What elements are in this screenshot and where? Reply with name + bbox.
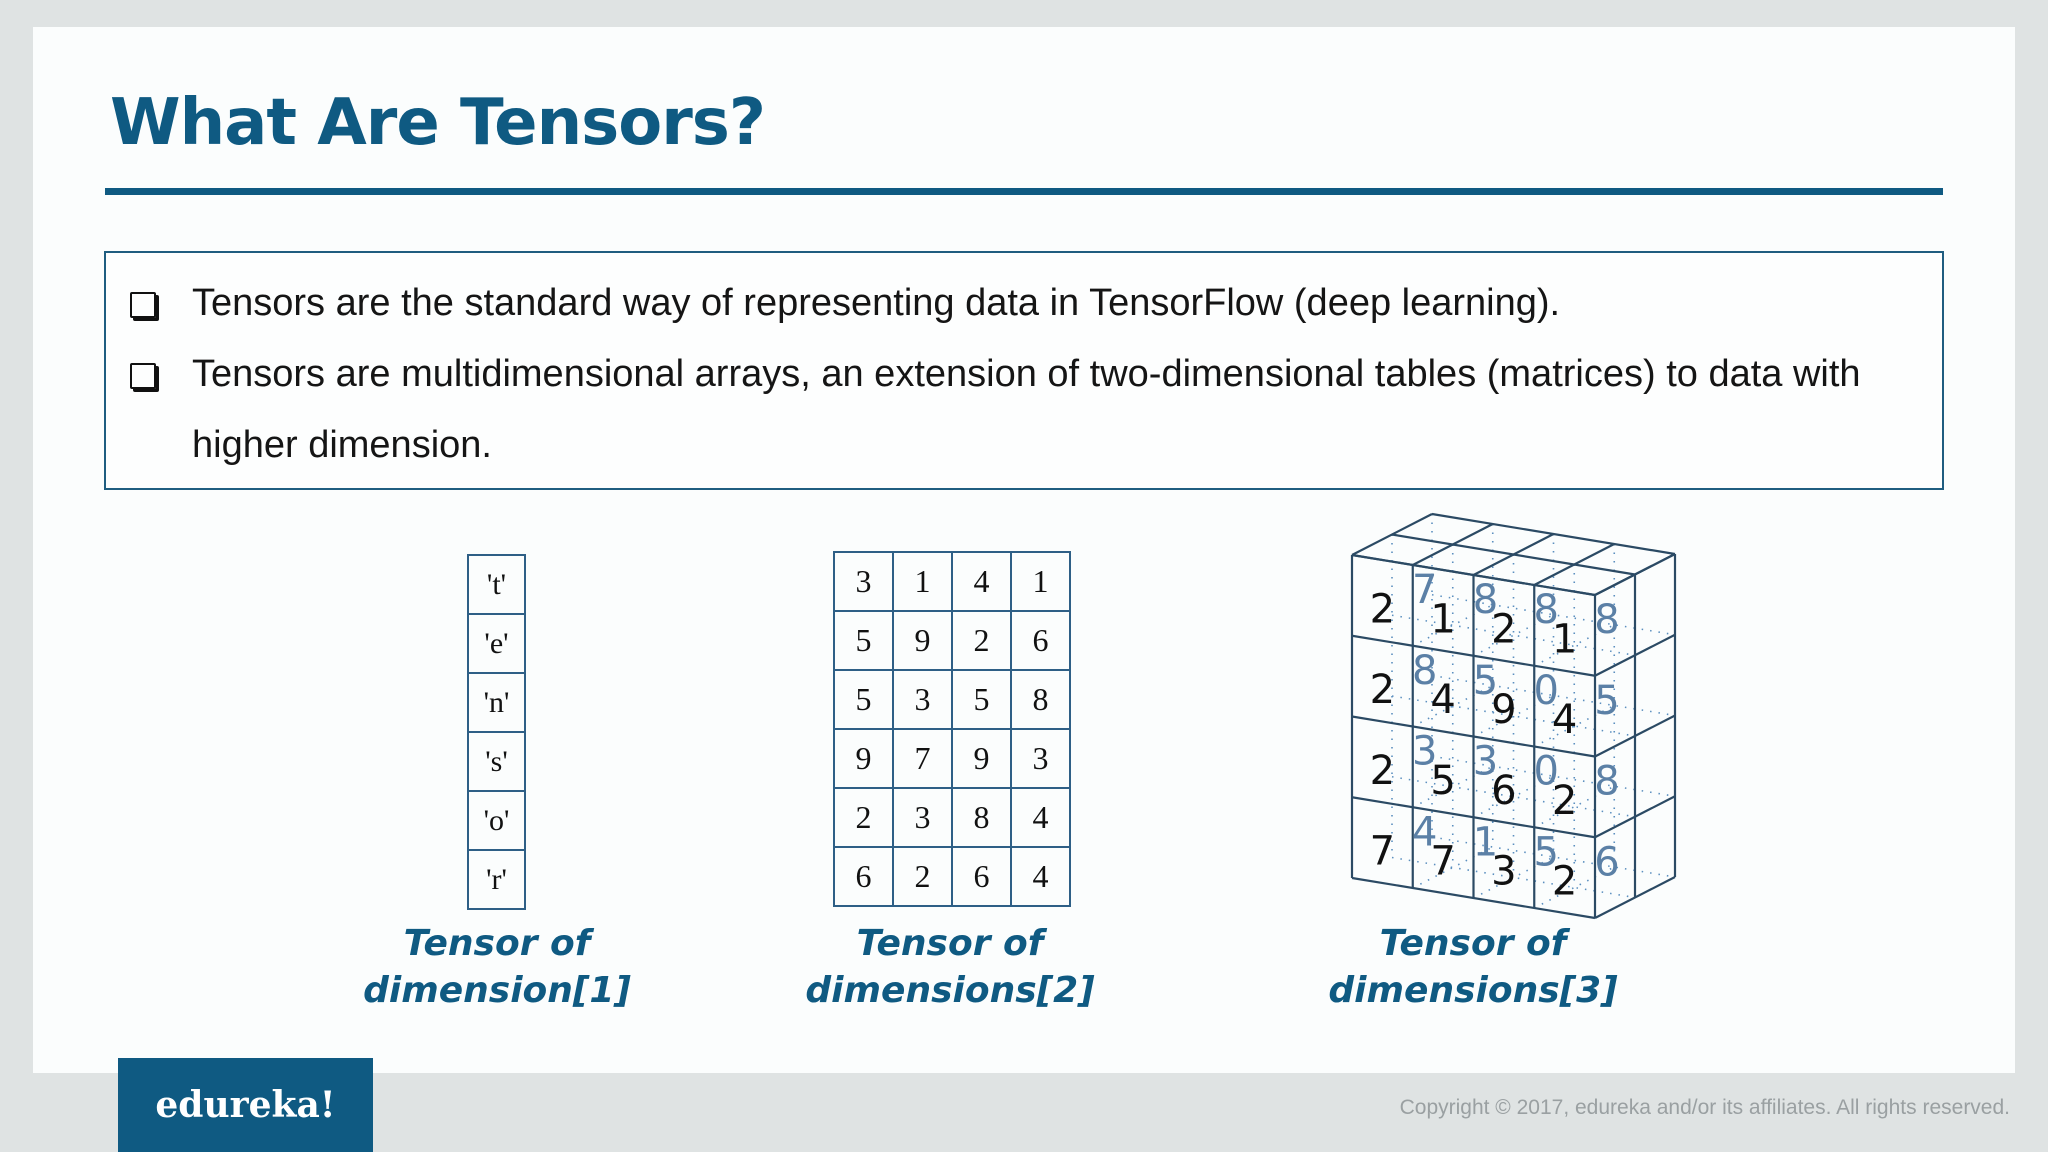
matrix-cell: 8 (951, 787, 1012, 848)
svg-text:8: 8 (1534, 587, 1559, 633)
matrix-cell: 2 (951, 610, 1012, 671)
tensor-3d-caption: Tensor of dimensions[3] (1273, 920, 1673, 1014)
page-title: What Are Tensors? (110, 86, 766, 160)
svg-text:0: 0 (1534, 668, 1559, 714)
hollow-square-bullet-icon (130, 363, 156, 389)
matrix-row: 3 1 4 1 (833, 551, 1071, 612)
svg-text:4: 4 (1430, 677, 1455, 723)
svg-text:2: 2 (1370, 667, 1395, 713)
svg-text:3: 3 (1412, 729, 1437, 775)
svg-text:7: 7 (1430, 839, 1455, 885)
svg-text:7: 7 (1412, 567, 1437, 613)
matrix-cell: 9 (951, 728, 1012, 789)
svg-text:2: 2 (1552, 859, 1577, 905)
tensor-1d-cell: 't' (467, 554, 526, 615)
matrix-row: 2 3 8 4 (833, 787, 1071, 848)
svg-text:8: 8 (1473, 577, 1498, 623)
matrix-cell: 9 (833, 728, 894, 789)
bullet-box: Tensors are the standard way of represen… (104, 251, 1944, 490)
matrix-cell: 4 (1010, 846, 1071, 907)
svg-text:8: 8 (1594, 597, 1619, 643)
svg-text:6: 6 (1491, 768, 1516, 814)
caption-line: dimensions[2] (805, 970, 1095, 1011)
matrix-cell: 5 (833, 610, 894, 671)
hollow-square-bullet-icon (130, 292, 156, 318)
svg-text:2: 2 (1552, 778, 1577, 824)
matrix-cell: 3 (892, 787, 953, 848)
matrix-row: 6 2 6 4 (833, 846, 1071, 907)
matrix-cell: 2 (833, 787, 894, 848)
matrix-cell: 3 (833, 551, 894, 612)
tensor-2d-caption: Tensor of dimensions[2] (750, 920, 1150, 1014)
svg-text:5: 5 (1594, 678, 1619, 724)
caption-line: dimension[1] (363, 970, 631, 1011)
copyright-text: Copyright © 2017, edureka and/or its aff… (1399, 1096, 2010, 1119)
svg-text:3: 3 (1491, 849, 1516, 895)
svg-text:1: 1 (1552, 616, 1577, 662)
svg-text:4: 4 (1412, 809, 1437, 855)
edureka-logo: edureka! (118, 1058, 373, 1152)
title-underline-divider (105, 188, 1943, 195)
matrix-cell: 4 (951, 551, 1012, 612)
svg-text:2: 2 (1491, 606, 1516, 652)
tensor-1d-column: 't' 'e' 'n' 's' 'o' 'r' (467, 554, 526, 910)
svg-text:3: 3 (1473, 739, 1498, 785)
matrix-cell: 1 (1010, 551, 1071, 612)
svg-text:1: 1 (1430, 596, 1455, 642)
bullet-text: Tensors are multidimensional arrays, an … (192, 353, 1861, 466)
matrix-cell: 4 (1010, 787, 1071, 848)
matrix-cell: 8 (1010, 669, 1071, 730)
svg-text:0: 0 (1534, 749, 1559, 795)
tensor-1d-caption: Tensor of dimension[1] (297, 920, 697, 1014)
svg-text:5: 5 (1534, 829, 1559, 875)
svg-text:5: 5 (1430, 758, 1455, 804)
svg-text:5: 5 (1473, 658, 1498, 704)
matrix-cell: 7 (892, 728, 953, 789)
svg-text:1: 1 (1473, 819, 1498, 865)
matrix-row: 5 9 2 6 (833, 610, 1071, 671)
slide (33, 27, 2015, 1073)
tensor-1d-cell: 's' (467, 733, 526, 792)
tensor-1d-cell: 'e' (467, 615, 526, 674)
svg-text:2: 2 (1370, 586, 1395, 632)
caption-line: dimensions[3] (1328, 970, 1618, 1011)
caption-line: Tensor of (856, 923, 1044, 964)
svg-text:2: 2 (1370, 748, 1395, 794)
matrix-row: 9 7 9 3 (833, 728, 1071, 789)
matrix-cell: 6 (1010, 610, 1071, 671)
svg-text:9: 9 (1491, 687, 1516, 733)
matrix-cell: 5 (951, 669, 1012, 730)
svg-text:8: 8 (1412, 648, 1437, 694)
matrix-row: 5 3 5 8 (833, 669, 1071, 730)
bullet-text: Tensors are the standard way of represen… (192, 282, 1561, 324)
caption-line: Tensor of (1379, 923, 1567, 964)
tensor-2d-matrix: 3 1 4 1 5 9 2 6 5 3 5 8 9 7 9 3 2 3 8 4 … (833, 551, 1071, 907)
tensor-1d-cell: 'n' (467, 674, 526, 733)
matrix-cell: 6 (833, 846, 894, 907)
caption-line: Tensor of (403, 923, 591, 964)
svg-text:6: 6 (1594, 839, 1619, 885)
matrix-cell: 3 (892, 669, 953, 730)
tensor-1d-cell: 'r' (467, 851, 526, 910)
cube-grid-lines (1350, 512, 1677, 920)
matrix-cell: 3 (1010, 728, 1071, 789)
matrix-cell: 6 (951, 846, 1012, 907)
matrix-cell: 1 (892, 551, 953, 612)
matrix-cell: 9 (892, 610, 953, 671)
matrix-cell: 2 (892, 846, 953, 907)
tensor-1d-cell: 'o' (467, 792, 526, 851)
svg-text:4: 4 (1552, 697, 1577, 743)
matrix-cell: 5 (833, 669, 894, 730)
svg-text:8: 8 (1594, 759, 1619, 805)
svg-text:7: 7 (1370, 829, 1395, 875)
